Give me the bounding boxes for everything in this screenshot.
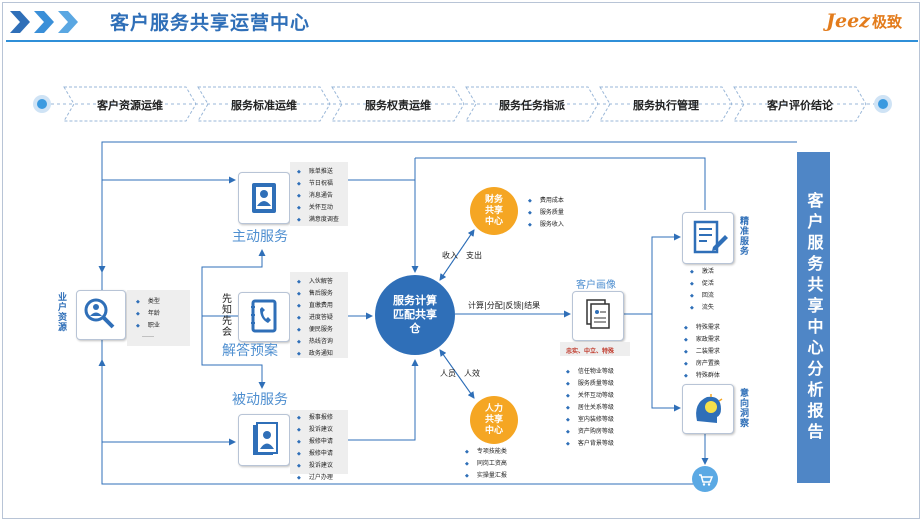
passive-service-icon-box	[238, 414, 290, 466]
precise-label: 精准服务	[738, 216, 748, 256]
list-item: 报修申请	[297, 448, 333, 460]
list-item: 家政需求	[684, 334, 720, 346]
shopping-cart-icon	[692, 466, 718, 492]
list-item: 服务收入	[528, 219, 564, 231]
list-item: 关怀互动	[297, 202, 339, 214]
step-task-assign: 服务任务指派	[499, 99, 565, 112]
answer-list: 入伙解答 售后服务 直缴费用 进度答疑 便民服务 热线咨询 政务通知	[297, 276, 333, 360]
hr-list: 专项技能类 同岗工资高 实操量汇报	[465, 446, 507, 482]
portrait-tags: 忠实、中立、特殊	[566, 348, 615, 355]
customer-vertical-label: 业户资源	[56, 292, 66, 332]
passive-service-label: 被动服务	[232, 392, 288, 408]
finance-flow-label: 收入 支出	[442, 251, 482, 260]
customer-attr-more: ……	[142, 332, 154, 339]
list-item: 流失	[690, 302, 714, 314]
hr-center: 人力共享中心	[470, 396, 518, 444]
answer-icon-box	[238, 292, 290, 342]
list-item: 关怀互动等级	[566, 390, 614, 402]
step-customer-resource: 客户资源运维	[97, 99, 163, 112]
active-service-list: 账单推送 节日祝福 消息通告 关怀互动 满意度调查	[297, 166, 339, 226]
step-evaluation: 客户评价结论	[767, 99, 833, 112]
list-item: 激活	[690, 266, 714, 278]
list-item: 报修申请	[297, 436, 333, 448]
hr-flow-label: 人员 人效	[440, 369, 480, 378]
intent-label: 意向洞察	[738, 388, 748, 428]
phone-book-icon	[251, 299, 277, 333]
list-item: 投诉建议	[297, 460, 333, 472]
portrait-flow-label: 计算|分配|反馈|结果	[468, 301, 541, 310]
lightbulb-head-icon	[696, 394, 723, 423]
list-item: 信任物业等级	[566, 366, 614, 378]
list-item: 资产购房等级	[566, 426, 614, 438]
portrait-label: 客户画像	[576, 280, 616, 291]
precise-icon-box	[682, 212, 734, 264]
passive-service-list: 报事报修 投诉建议 报修申请 报修申请 投诉建议 过户办理	[297, 412, 333, 484]
list-item: 投诉建议	[297, 424, 333, 436]
list-item: 售后服务	[297, 288, 333, 300]
portrait-tag-box	[560, 342, 630, 356]
id-card-icon	[252, 183, 276, 213]
list-item: 政务通知	[297, 348, 333, 360]
header-divider	[6, 40, 918, 42]
list-item: 二装需求	[684, 346, 720, 358]
active-service-icon-box	[238, 172, 290, 224]
list-item: 直缴费用	[297, 300, 333, 312]
step-service-standard: 服务标准运维	[231, 99, 297, 112]
documents-icon	[586, 299, 610, 329]
customer-icon-box	[76, 290, 126, 340]
active-service-label: 主动服务	[232, 229, 288, 245]
book-user-icon	[253, 422, 278, 455]
list-item: 促活	[690, 278, 714, 290]
list-item: 职业	[136, 320, 160, 332]
header-chevrons-icon	[10, 11, 78, 33]
answer-side-label: 先知先会	[222, 294, 232, 338]
list-item: 服务质量	[528, 207, 564, 219]
list-item: 室内装修等级	[566, 414, 614, 426]
list-item: 入伙解答	[297, 276, 333, 288]
page-title: 客户服务共享运营中心	[110, 12, 311, 34]
list-item: 专项技能类	[465, 446, 507, 458]
list-item: 过户办理	[297, 472, 333, 484]
list-item: 实操量汇报	[465, 470, 507, 482]
precise-list: 激活 促活 回流 流失	[690, 266, 714, 314]
list-item: 账单推送	[297, 166, 339, 178]
list-item: 热线咨询	[297, 336, 333, 348]
answer-label: 解答预案	[222, 343, 278, 359]
list-item: 费用成本	[528, 195, 564, 207]
step-execution: 服务执行管理	[633, 99, 699, 112]
portrait-icon-box	[572, 291, 624, 341]
finance-list: 费用成本 服务质量 服务收入	[528, 195, 564, 231]
customer-attr-list: 类型 年龄 职业	[136, 296, 160, 332]
finance-center: 财务共享中心	[470, 187, 518, 235]
step-service-rights: 服务权责运维	[365, 99, 431, 112]
analysis-report-panel: 客户服务共享中心分析报告	[797, 152, 830, 483]
list-item: 服务质量等级	[566, 378, 614, 390]
intent-icon-box	[682, 384, 734, 434]
user-search-icon	[84, 298, 115, 329]
list-item: 客户背景等级	[566, 438, 614, 450]
list-item: 同岗工资高	[465, 458, 507, 470]
list-item: 满意度调查	[297, 214, 339, 226]
portrait-list: 信任物业等级 服务质量等级 关怀互动等级 居住关系等级 室内装修等级 资产购房等…	[566, 366, 614, 450]
intent-list: 特殊需求 家政需求 二装需求 房产置换 特殊群体	[684, 322, 720, 382]
list-item: 居住关系等级	[566, 402, 614, 414]
list-item: 年龄	[136, 308, 160, 320]
list-item: 类型	[136, 296, 160, 308]
list-item: 特殊需求	[684, 322, 720, 334]
list-item: 节日祝福	[297, 178, 339, 190]
list-item: 房产置换	[684, 358, 720, 370]
list-item: 特殊群体	[684, 370, 720, 382]
center-hub: 服务计算匹配共享仓	[375, 275, 455, 355]
list-item: 消息通告	[297, 190, 339, 202]
list-item: 回流	[690, 290, 714, 302]
list-item: 进度答疑	[297, 312, 333, 324]
list-item: 便民服务	[297, 324, 333, 336]
document-edit-icon	[693, 220, 728, 254]
list-item: 报事报修	[297, 412, 333, 424]
